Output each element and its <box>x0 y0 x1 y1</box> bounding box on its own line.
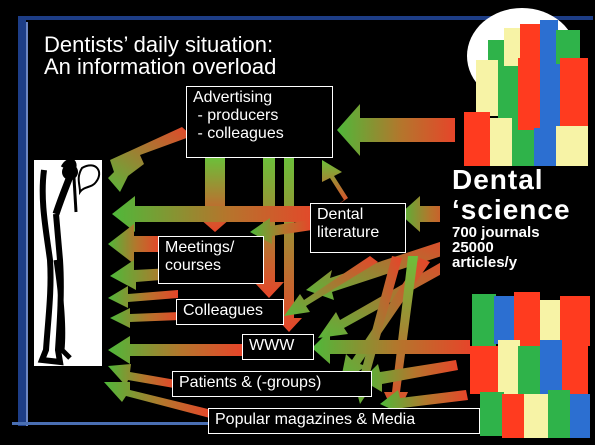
arrow-science-to-www <box>312 330 470 364</box>
arrow-advertising-to-www <box>276 158 302 332</box>
title-line-1: Dentists’ daily situation: <box>44 32 274 57</box>
arrow-to-dentist-1 <box>112 196 320 232</box>
dental-literature-line-2: literature <box>317 224 380 241</box>
arrow-to-dentist-2 <box>108 224 160 264</box>
arrow-science-fan-5 <box>384 256 418 418</box>
arrow-science-to-advertising <box>337 104 455 156</box>
advertising-producers: - producers <box>193 107 279 124</box>
arrow-magazines-to-dentist <box>104 382 212 418</box>
dental-science-label: Dental ‘science 700 journals 25000 artic… <box>452 164 571 271</box>
science-title-1: Dental <box>452 164 544 195</box>
advertising-label: Advertising <box>193 89 273 106</box>
science-articles-unit: articles/y <box>452 254 518 271</box>
dental-literature-box: Dental literature <box>310 203 406 253</box>
meetings-line-1: Meetings/ <box>165 239 235 256</box>
dental-literature-line-1: Dental <box>317 206 364 223</box>
meetings-line-2: courses <box>165 257 222 274</box>
www-label: WWW <box>249 337 295 354</box>
arrow-science-fan-4 <box>352 256 402 404</box>
arrow-to-dentist-4 <box>108 286 178 308</box>
arrow-literature-to-meetings <box>250 218 312 244</box>
magazines-box: Popular magazines & Media <box>208 408 480 434</box>
arrow-science-to-patients <box>362 360 458 392</box>
colleagues-box: Colleagues <box>176 299 284 325</box>
arrow-to-dentist-5 <box>110 308 180 328</box>
arrow-to-dentist-6 <box>108 336 242 364</box>
arrow-science-fan-1 <box>306 238 454 300</box>
meetings-box: Meetings/ courses <box>158 236 264 284</box>
patients-label: Patients & (-groups) <box>179 374 322 391</box>
magazines-label: Popular magazines & Media <box>215 411 416 428</box>
patients-box: Patients & (-groups) <box>172 371 372 397</box>
science-title-2: ‘science <box>452 194 571 225</box>
arrow-science-fan-6 <box>284 256 378 316</box>
dentist-figure-image <box>34 158 102 366</box>
science-journals: 700 journals <box>452 224 540 241</box>
arrow-advertising-to-dentist <box>108 127 192 192</box>
colleagues-label: Colleagues <box>183 302 264 319</box>
journal-stack-image <box>440 8 590 438</box>
arrow-literature-to-advertising <box>322 160 348 206</box>
title-line-2: An information overload <box>44 54 277 79</box>
advertising-box: Advertising - producers - colleagues <box>186 86 333 158</box>
www-box: WWW <box>242 334 314 360</box>
arrow-science-to-literature <box>400 196 455 232</box>
science-articles-count: 25000 <box>452 239 494 256</box>
slide-title: Dentists’ daily situation: An informatio… <box>44 34 276 78</box>
advertising-colleagues: - colleagues <box>193 125 284 142</box>
